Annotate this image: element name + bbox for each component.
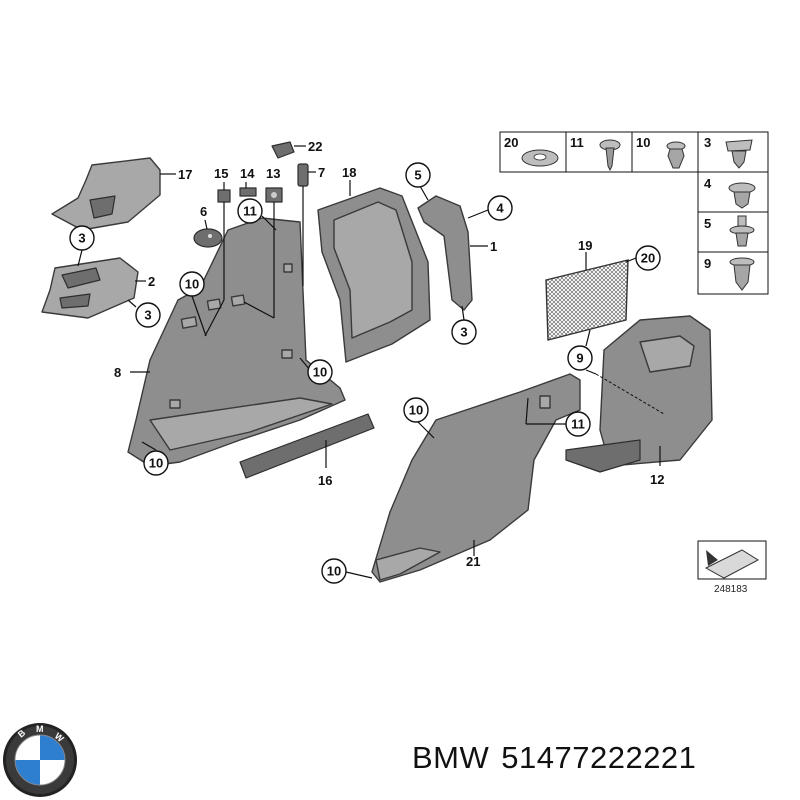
- callout-3-c: 3: [460, 325, 467, 340]
- callout-21: 21: [466, 554, 480, 569]
- part-6-clip: [193, 228, 223, 248]
- part-number-caption: BMW 51477222221: [412, 740, 696, 776]
- clip-9-icon: [729, 257, 755, 291]
- callout-10-d: 10: [409, 403, 423, 418]
- brand-name: BMW: [412, 740, 490, 775]
- part-14-clip: [239, 187, 257, 197]
- clip-4-icon: [728, 182, 756, 209]
- callout-10-e: 10: [327, 564, 341, 579]
- callout-18: 18: [342, 165, 356, 180]
- callout-10-a: 10: [185, 277, 199, 292]
- table-label-4: 4: [704, 176, 712, 191]
- svg-text:B: B: [16, 727, 28, 739]
- callout-6: 6: [200, 204, 207, 219]
- part-number: 51477222221: [501, 740, 697, 775]
- callout-11-b: 11: [571, 417, 585, 432]
- fastener-table: 20 11 10 3 4 5 9: [499, 131, 769, 295]
- diagram-number: 248183: [714, 584, 748, 595]
- callout-11-a: 11: [243, 204, 257, 219]
- callout-7: 7: [318, 165, 325, 180]
- callout-16: 16: [318, 473, 332, 488]
- callout-1: 1: [490, 239, 497, 254]
- part-19-luggage-net: [545, 259, 629, 341]
- bmw-logo: B M W: [3, 723, 77, 797]
- part-7-clip: [297, 163, 309, 187]
- part-16-sill-strip: [239, 413, 375, 479]
- washer-20-icon: [521, 149, 559, 167]
- clip-5-icon: [729, 215, 755, 247]
- callout-9: 9: [576, 351, 583, 366]
- svg-text:M: M: [36, 724, 44, 734]
- table-label-9: 9: [704, 256, 711, 271]
- callout-4: 4: [496, 201, 504, 216]
- table-label-5: 5: [704, 216, 711, 231]
- callout-8: 8: [114, 365, 121, 380]
- callout-13: 13: [266, 166, 280, 181]
- callout-2: 2: [148, 274, 155, 289]
- table-label-3: 3: [704, 135, 711, 150]
- callout-5: 5: [414, 168, 421, 183]
- part-15-clip: [217, 189, 231, 203]
- part-18-pillar-trim: [317, 187, 431, 363]
- part-1-pillar: [417, 195, 473, 311]
- part-22-clip: [271, 141, 295, 159]
- part-2-bracket: [41, 257, 139, 319]
- screw-11-icon: [599, 139, 621, 172]
- callout-3-b: 3: [144, 308, 151, 323]
- callout-17: 17: [178, 167, 192, 182]
- callout-12: 12: [650, 472, 664, 487]
- diagram-reference-box: [697, 540, 767, 580]
- part-21-side-trim: [371, 373, 581, 583]
- table-label-11: 11: [570, 135, 584, 150]
- callout-10-b: 10: [313, 365, 327, 380]
- callout-22: 22: [308, 139, 322, 154]
- part-12-trunk-box: [565, 315, 713, 473]
- callout-15: 15: [214, 166, 228, 181]
- callout-10-c: 10: [149, 456, 163, 471]
- part-13-clip: [265, 187, 283, 203]
- callout-3-a: 3: [78, 231, 85, 246]
- callout-14: 14: [240, 166, 255, 181]
- callout-19: 19: [578, 238, 592, 253]
- clip-10-icon: [666, 141, 686, 169]
- clip-3-icon: [725, 139, 753, 169]
- table-label-10: 10: [636, 135, 650, 150]
- part-17-shelf-cover: [51, 157, 161, 231]
- part-8-side-trim: [127, 217, 346, 467]
- callout-20: 20: [641, 251, 655, 266]
- table-label-20: 20: [504, 135, 518, 150]
